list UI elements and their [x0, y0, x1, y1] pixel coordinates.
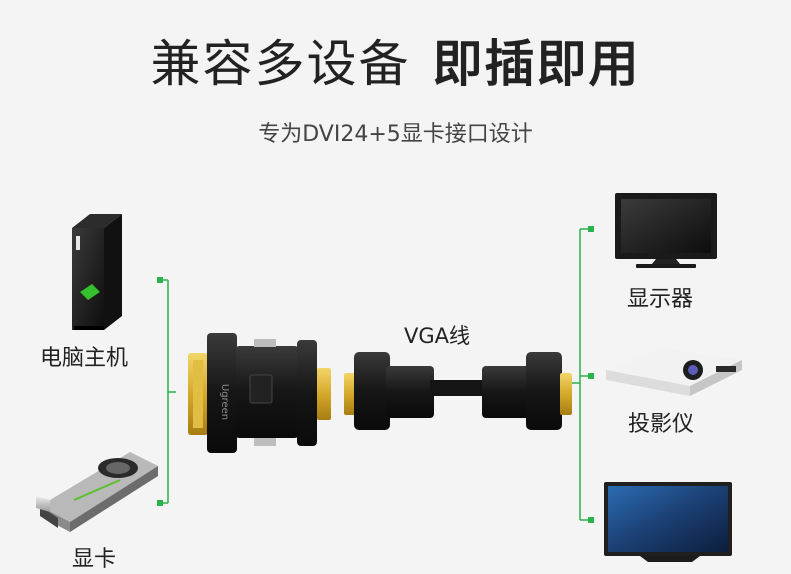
dvi-vga-adapter-image: Ugreen [188, 333, 331, 453]
monitor-icon [615, 193, 717, 268]
tv-icon [604, 482, 732, 562]
left-device-label-0: 电脑主机 [40, 346, 129, 371]
headline: 兼容多设备即插即用 [0, 32, 791, 96]
right-device-label-0: 显示器 [627, 287, 694, 312]
right-connector-bracket [572, 228, 590, 521]
cable-label: VGA线 [404, 324, 471, 348]
desktop-tower-icon [72, 214, 122, 330]
right-device-label-1: 投影仪 [628, 412, 695, 437]
vga-cable-image [344, 352, 572, 430]
subtitle: 专为DVI24+5显卡接口设计 [258, 122, 533, 147]
headline-part1: 兼容多设备 [150, 35, 411, 93]
projector-icon [606, 348, 742, 396]
graphics-card-icon [36, 452, 158, 532]
left-connector-bracket [160, 279, 176, 504]
left-device-label-1: 显卡 [72, 547, 117, 572]
adapter-brand-text: Ugreen [219, 384, 230, 420]
headline-part2: 即插即用 [432, 35, 641, 93]
